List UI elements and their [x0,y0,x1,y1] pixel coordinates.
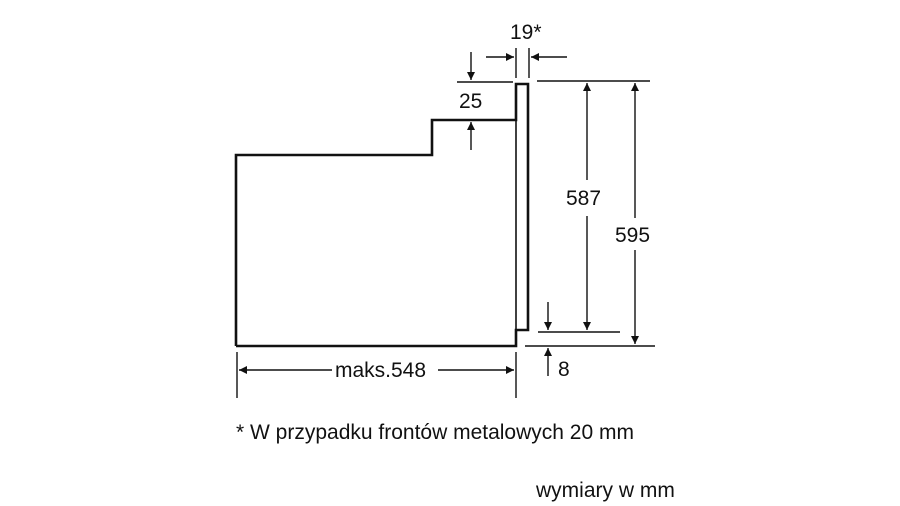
top-step-label: 25 [459,90,483,113]
inner-height-label: 587 [566,187,602,210]
total-height-label: 595 [615,224,651,247]
depth-label: maks.548 [335,359,427,382]
front-thickness-dimension [486,48,567,78]
bottom-offset-label: 8 [558,358,570,381]
height-extension-lines [525,80,655,347]
oven-body-outline [234,82,530,348]
depth-dimension [236,352,517,398]
units-note: wymiary w mm [536,479,675,502]
front-thickness-label: 19* [510,21,542,44]
top-step-dimension [457,52,513,150]
footnote-metal-fronts: * W przypadku frontów metalowych 20 mm [236,421,634,444]
